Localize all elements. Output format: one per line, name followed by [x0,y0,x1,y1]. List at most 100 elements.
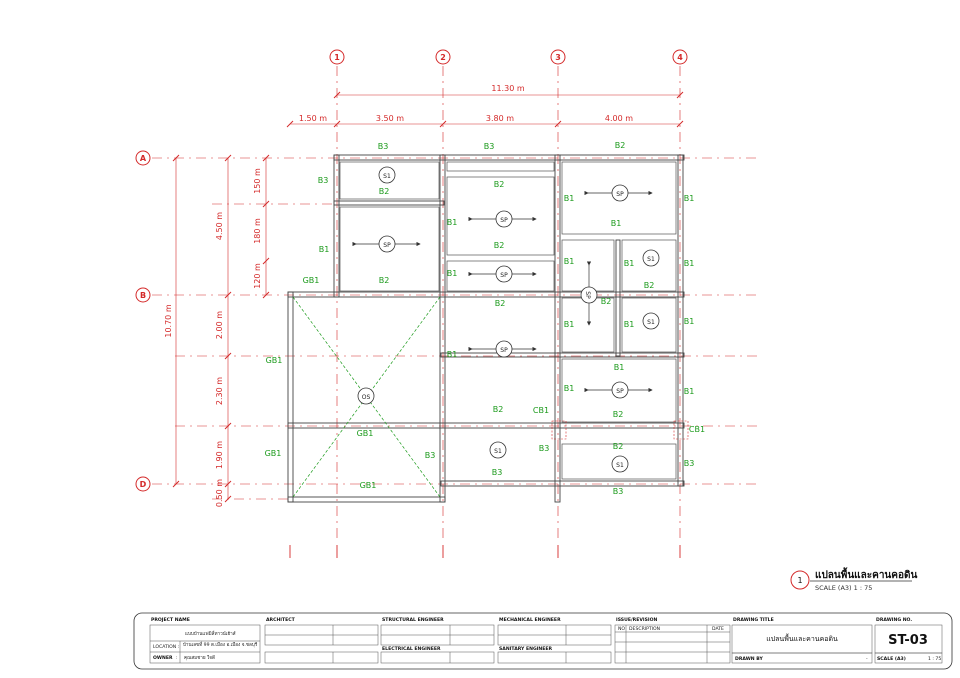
grid-label-row: B [140,291,146,300]
beam-label: B3 [539,444,550,453]
beam-label: B1 [684,317,695,326]
beam-label: B3 [378,142,389,151]
dimension-lines [175,94,680,499]
beam-label: GB1 [266,356,283,365]
beam-label: GB1 [265,449,282,458]
drawing-callout: 1 แปลนพื้นและคานคอดิน SCALE (A3) 1 : 75 [790,567,917,592]
beam-label: B2 [494,180,505,189]
slab-label: SP [500,347,508,354]
beam-label: B2 [494,241,505,250]
beam-label: B3 [684,459,695,468]
slab-label: SP [616,388,624,395]
dim-overall-width: 11.30 m [491,84,524,93]
beam-label: B1 [684,387,695,396]
beam-label: CB1 [533,406,549,415]
beam-label: B2 [613,442,624,451]
owner-heading: OWNER [153,655,173,661]
grid-bubble-1: 1 [329,49,345,65]
beam-label: B2 [493,405,504,414]
slab-label: S1 [616,462,624,469]
beams [287,154,685,503]
beam-label: B1 [564,194,575,203]
project-name-heading: PROJECT NAME [151,617,190,623]
beam-label: CB1 [689,425,705,434]
drawing-title-heading: DRAWING TITLE [733,617,774,623]
beam-label: B1 [564,384,575,393]
drawn-by-heading: DRAWN BY [735,656,763,662]
beam-label: B3 [484,142,495,151]
slab-markers [357,166,660,473]
project-name-value: แบบบ้านแฟมิลี่ทาวน์เฮ้าส์ [185,630,236,637]
beam-label: B3 [318,176,329,185]
location-heading: LOCATION : [153,644,180,650]
slab-label: SP [584,291,591,299]
slab-label: S1 [647,256,655,263]
dim-minor-1: 150 m [253,168,262,194]
slab-label: SP [500,217,508,224]
beam-label: B1 [611,219,622,228]
beam-label: B2 [379,276,390,285]
beam-label: B2 [615,141,626,150]
grid-label-col: 3 [555,53,561,62]
beam-label: GB1 [303,276,320,285]
dim-bay-1: 1.50 m [299,114,327,123]
callout-number: 1 [797,576,802,585]
dim-left-4: 1.90 m [215,441,224,469]
dim-overall-height: 10.70 m [164,304,173,337]
grid-bubble-3: 3 [550,49,566,65]
dim-bay-3: 3.80 m [486,114,514,123]
beam-label: GB1 [357,429,374,438]
grid-label-col: 4 [677,53,683,62]
slab-label: S1 [494,448,502,455]
grid-bubble-4: 4 [672,49,688,65]
dim-left-1: 4.50 m [215,212,224,240]
grid-bubble-2: 2 [435,49,451,65]
beam-label: B1 [564,320,575,329]
beam-label: B3 [613,487,624,496]
slab-label: OS [362,394,371,401]
dim-left-3: 2.30 m [215,377,224,405]
grid-bubble-B: B [135,287,151,303]
dim-minor-2: 180 m [253,218,262,244]
beam-label: B2 [495,299,506,308]
beam-label: B1 [564,257,575,266]
gridlines [152,66,760,540]
dim-left-5: 0.50 m [215,479,224,507]
slab-label: SP [383,242,391,249]
electrical-heading: ELECTRICAL ENGINEER [382,646,441,652]
open-slab-x [292,296,441,498]
callout-scale: SCALE (A3) 1 : 75 [815,584,872,592]
drawing-no-value: ST-03 [888,633,928,648]
beam-label: B1 [624,259,635,268]
beam-label: B1 [624,320,635,329]
slab-label: SP [616,191,624,198]
issue-no-heading: NO [618,626,625,632]
issue-heading: ISSUE/REVISION [616,617,658,623]
grid-bubble-A: A [135,150,151,166]
owner-value: คุณสมชาย ใจดี [184,654,215,661]
beam-label: B1 [447,218,458,227]
drawing-title-value: แปลนพื้นและคานคอดิน [766,632,838,643]
owner-colon: : [176,656,178,661]
beam-label: B1 [447,269,458,278]
callout-title: แปลนพื้นและคานคอดิน [815,567,917,581]
grid-bubble-D: D [135,476,151,492]
beam-label: B3 [492,468,503,477]
beam-label: GB1 [360,481,377,490]
drawn-by-value: - [866,657,868,662]
beam-label: B2 [644,281,655,290]
beam-label: B1 [684,194,695,203]
dimension-ticks [172,91,684,503]
issue-desc-heading: DESCRIPTION [629,626,660,632]
location-value: บ้านเลขที่ 99 ต.เมือง อ.เมือง จ.ชลบุรี [183,641,258,648]
scale-value: 1 : 75 [928,656,941,662]
grid-label-col: 2 [440,53,446,62]
slab-label: SP [500,272,508,279]
beam-label: B3 [425,451,436,460]
grid-label-row: A [140,154,147,163]
beam-label: B1 [614,363,625,372]
dim-left-2: 2.00 m [215,311,224,339]
beam-label: B1 [319,245,330,254]
slab-label: S1 [383,173,391,180]
